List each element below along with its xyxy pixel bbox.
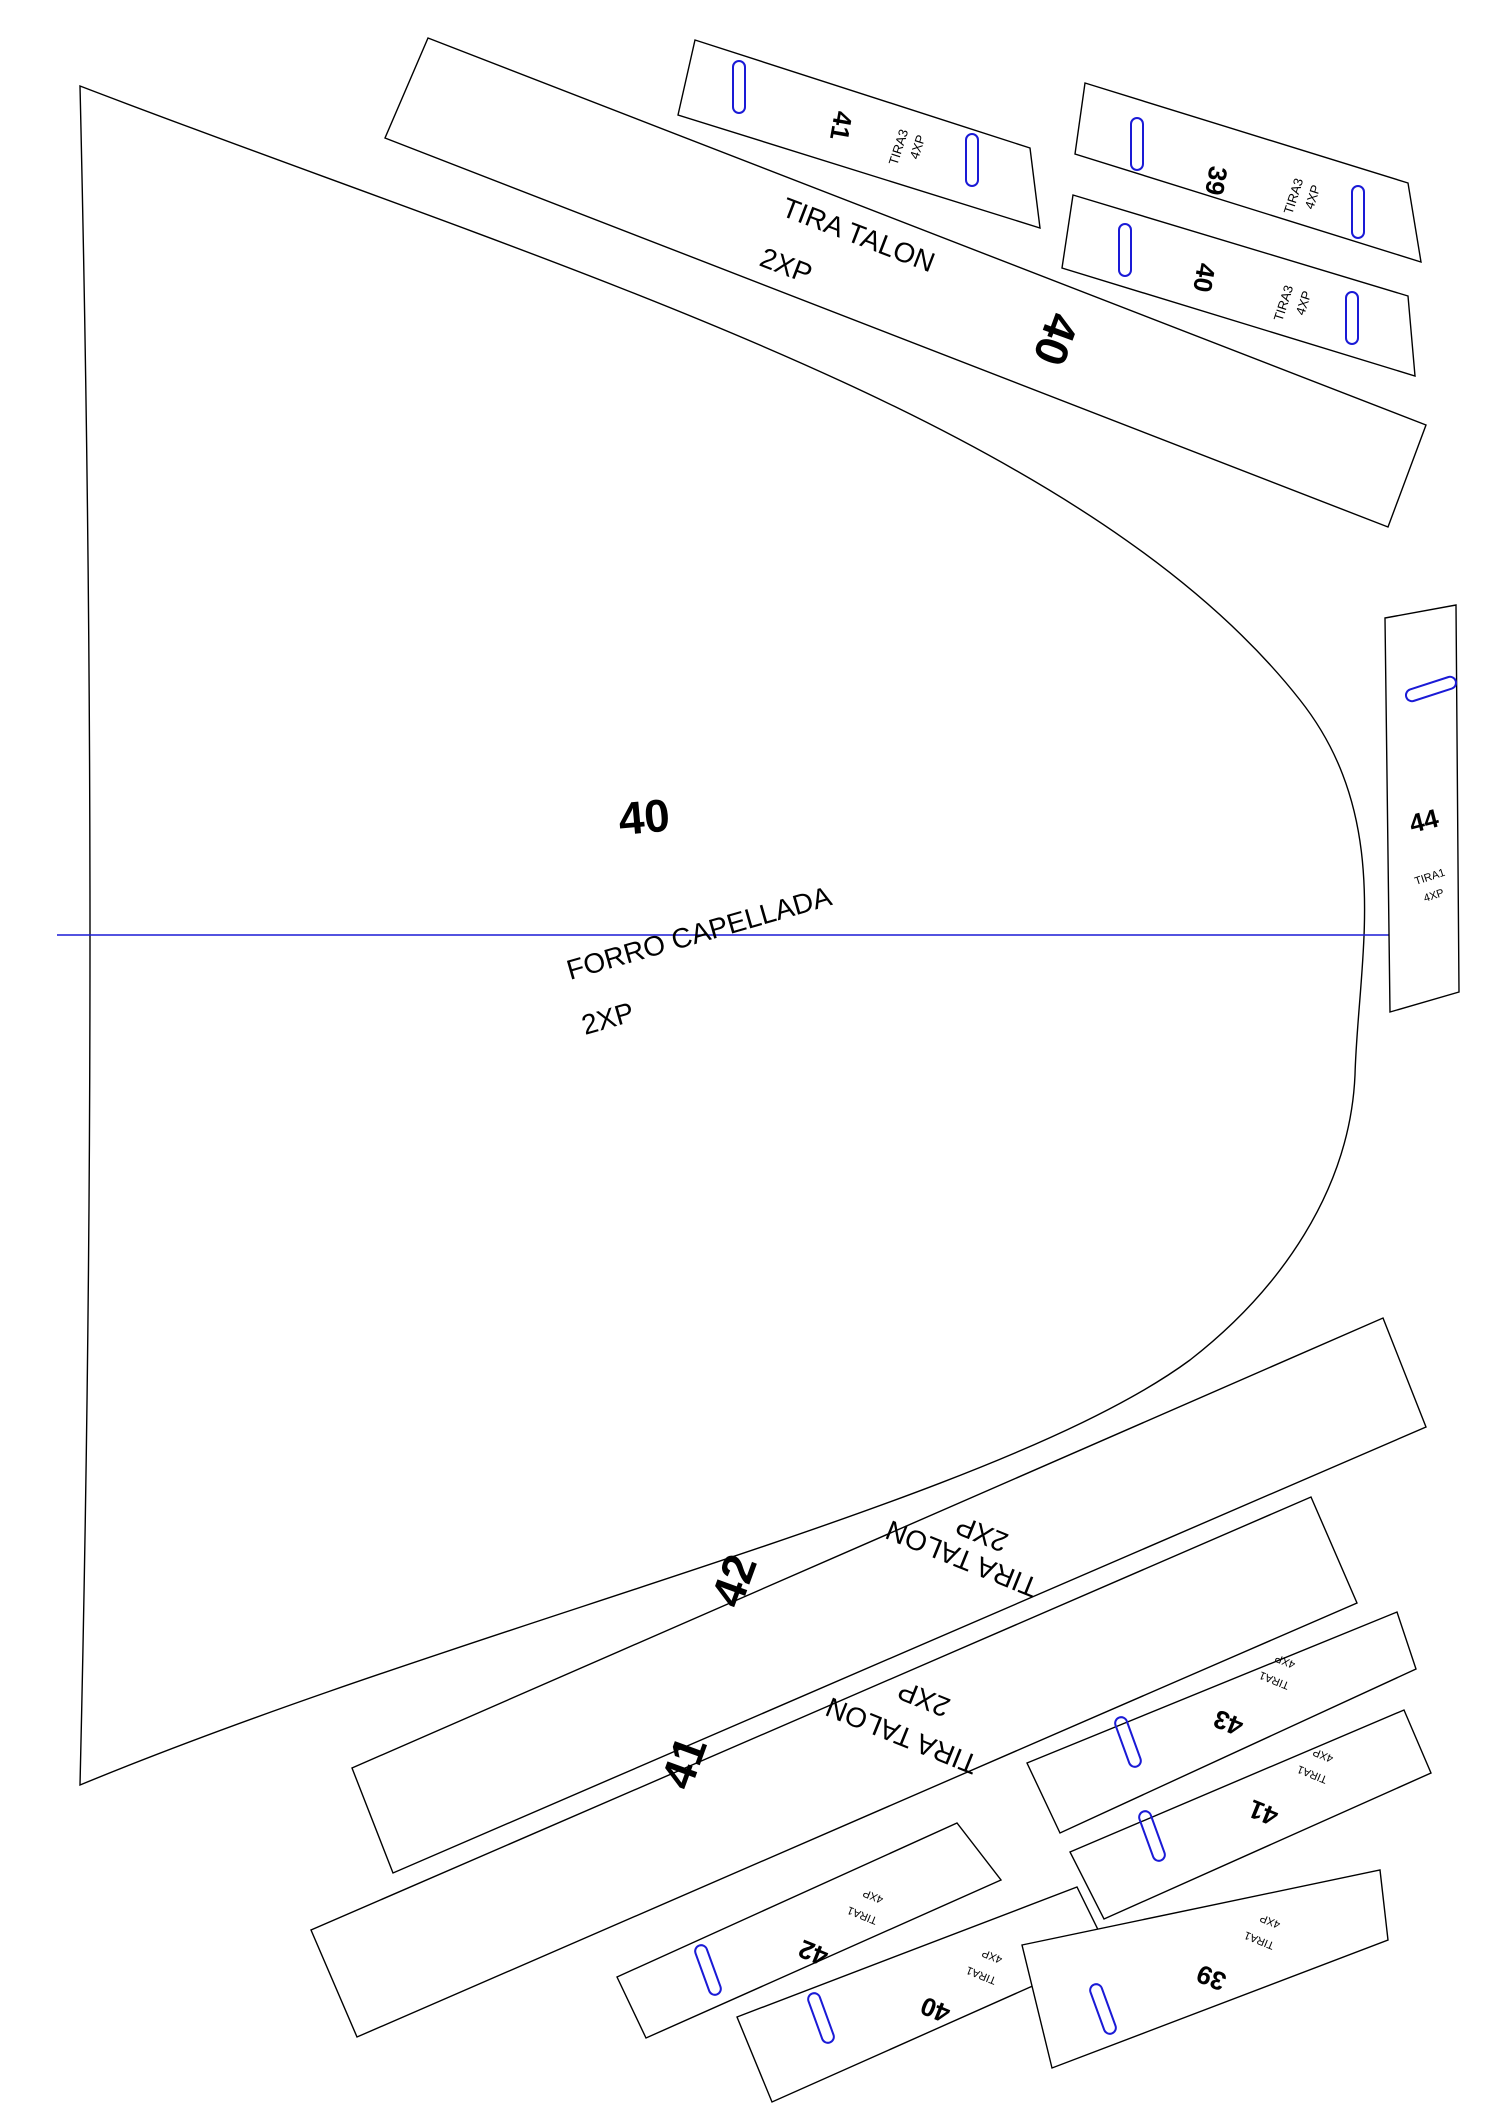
tira1-40-slot [807,1992,835,2044]
tira3-41-slot-left [732,60,746,114]
tira1-43-piece[interactable]: 43 TIRA1 4XP [1026,1611,1417,1834]
tira3-40-slot-left [1118,223,1132,277]
forro-capellada-piece[interactable]: 40 FORRO CAPELLADA 2XP [57,84,1392,1787]
tira3-40-slot-right [1345,291,1359,345]
tira1-43-slot [1114,1716,1142,1768]
tira3-41-size: 41 [824,109,859,143]
tira3-41-qty: 4XP [907,133,929,161]
tira3-39-piece[interactable]: 39 TIRA3 4XP [1074,82,1422,264]
tira3-40-size: 40 [1187,261,1222,295]
tira1-39-piece[interactable]: 39 TIRA1 4XP [1021,1869,1389,2069]
tira3-39-qty: 4XP [1302,183,1324,211]
tira3-40-qty: 4XP [1293,289,1315,317]
tira3-41-slot-right [965,133,979,187]
tira-talon-41-piece[interactable]: TIRA TALON 2XP 41 [310,1496,1358,2038]
tira1-42-slot [694,1944,722,1996]
tira1-41-outline [1069,1709,1432,1920]
tira1-41-piece[interactable]: 41 TIRA1 4XP [1069,1709,1432,1920]
tira1-43-outline [1026,1611,1417,1834]
tira-talon-40-piece[interactable]: TIRA TALON 2XP 40 [384,37,1427,528]
tira1-44-outline [1384,604,1460,1013]
tira-talon-42-piece[interactable]: TIRA TALON 2XP 42 [351,1317,1427,1874]
tira3-39-slot-left [1130,117,1144,171]
tira3-39-size: 39 [1199,164,1234,198]
tira3-40-outline [1061,194,1416,377]
tira1-42-outline [616,1822,1003,2039]
tira-talon-41-outline [310,1496,1358,2038]
tira-talon-40-outline [384,37,1427,528]
tira1-41-slot [1138,1810,1166,1862]
tira1-44-piece[interactable]: 44 TIRA1 4XP [1384,604,1460,1013]
tira3-40-piece[interactable]: 40 TIRA3 4XP [1061,194,1416,377]
tira3-41-outline [677,39,1041,229]
tira3-41-piece[interactable]: 41 TIRA3 4XP [677,39,1041,229]
forro-size-label: 40 [616,789,672,845]
tira3-39-outline [1074,82,1422,264]
tira1-44-slot [1404,675,1458,703]
tira1-39-slot [1089,1983,1117,2035]
tira-talon-42-outline [351,1317,1427,1874]
tira3-39-slot-right [1351,185,1365,239]
